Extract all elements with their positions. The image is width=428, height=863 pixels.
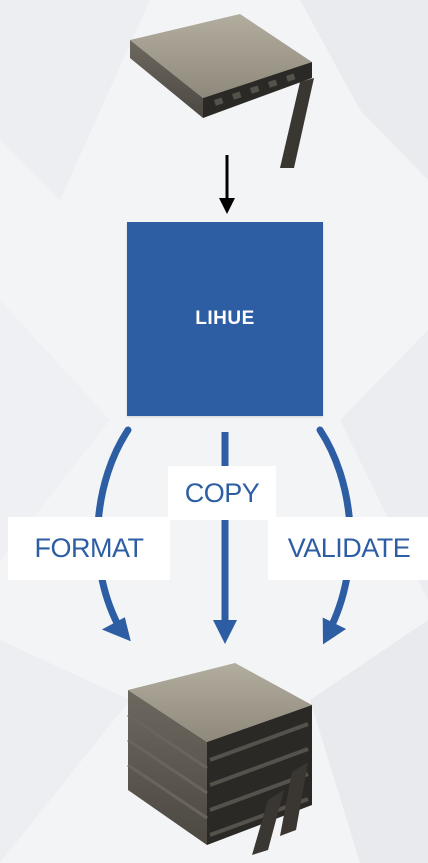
stacked-drive-caddies-icon <box>127 663 312 855</box>
copy-arrow <box>213 432 237 644</box>
single-drive-caddy-icon <box>130 14 314 168</box>
lihue-node-label: LIHUE <box>195 308 255 329</box>
copy-label: COPY <box>168 466 276 520</box>
lihue-node: LIHUE <box>127 222 323 416</box>
validate-label: VALIDATE <box>268 517 428 580</box>
format-label: FORMAT <box>8 517 170 580</box>
input-arrow <box>219 155 235 214</box>
